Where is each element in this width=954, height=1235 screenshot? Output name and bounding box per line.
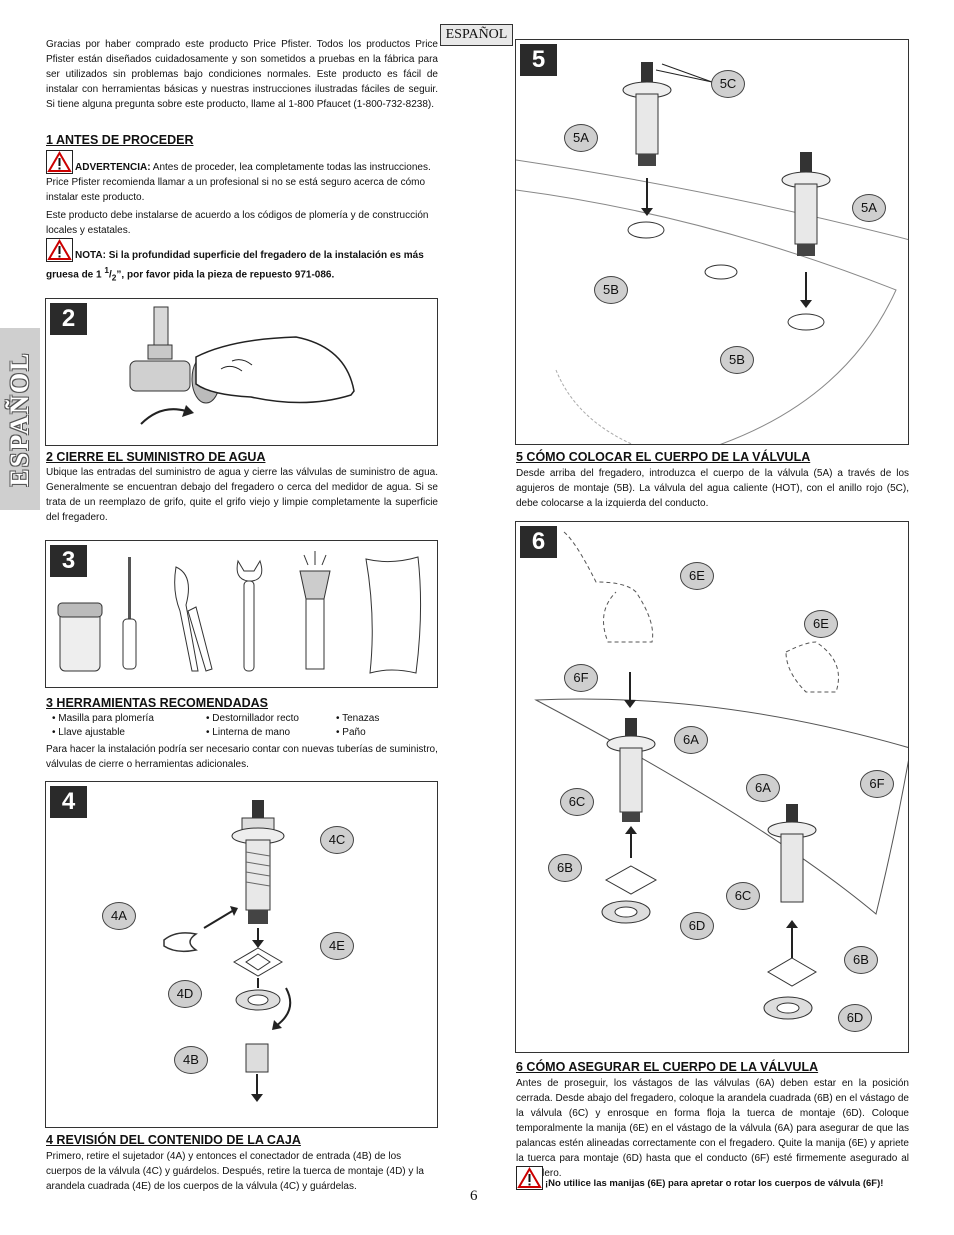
valve-securing-illustration <box>534 531 908 1020</box>
tools-column-1: • Masilla para plomería • Llave ajustabl… <box>52 712 154 740</box>
warning-icon <box>46 238 73 262</box>
section6-warning-text: ¡No utilice las manijas (6E) para apreta… <box>545 1178 884 1189</box>
tools-column-3: • Tenazas • Paño <box>336 712 379 740</box>
section3-text: Para hacer la instalación podría ser nec… <box>46 744 438 770</box>
step6-figure: 6 6E 6E 6F 6A 6A 6F 6C 6B 6C 6D 6B 6D <box>515 521 909 1053</box>
language-tag: ESPAÑOL <box>440 24 513 46</box>
adjustable-wrench-icon <box>236 559 263 672</box>
callout-6b: 6B <box>844 946 878 974</box>
putty-jar-icon <box>57 602 103 672</box>
callout-6b: 6B <box>548 854 582 882</box>
callout-6c: 6C <box>726 882 760 910</box>
tools-illustration <box>57 551 422 674</box>
callout-6e: 6E <box>804 610 838 638</box>
callout-6d: 6D <box>680 912 714 940</box>
section6-heading: 6 CÓMO ASEGURAR EL CUERPO DE LA VÁLVULA <box>516 1060 819 1074</box>
intro-paragraph: Gracias por haber comprado este producto… <box>46 39 438 110</box>
section2-heading: 2 CIERRE EL SUMINISTRO DE AGUA <box>46 450 266 464</box>
tool-item: • Llave ajustable <box>52 727 125 738</box>
tools-column-2: • Destornillador recto • Linterna de man… <box>206 712 299 740</box>
callout-4e: 4E <box>320 932 354 960</box>
box-contents-illustration <box>163 800 292 1102</box>
warning-label: ADVERTENCIA: <box>75 162 151 173</box>
callout-5a: 5A <box>564 124 598 152</box>
section1-note: NOTA: Si la profundidad superficie del f… <box>46 238 438 285</box>
callout-5b: 5B <box>594 276 628 304</box>
valve-placement-illustration <box>516 62 908 444</box>
step2-number: 2 <box>50 303 87 335</box>
note-text-a: NOTA: Si la profundidad superficie del f… <box>46 250 424 281</box>
warning-text: Antes de proceder, lea completamente tod… <box>46 162 431 203</box>
section6-warning: ¡No utilice las manijas (6E) para apreta… <box>516 1166 909 1191</box>
callout-4b: 4B <box>174 1046 208 1074</box>
step4-figure: 4 4C 4A 4E 4D 4B <box>45 781 438 1128</box>
callout-5c: 5C <box>711 70 745 98</box>
callout-4a: 4A <box>102 902 136 930</box>
callout-5b: 5B <box>720 346 754 374</box>
side-tab-label: ESPAÑOL <box>5 351 34 487</box>
section4-text: Primero, retire el sujetador (4A) y ento… <box>46 1151 424 1192</box>
cloth-rag-icon <box>365 556 422 674</box>
section2-text: Ubique las entradas del suministro de ag… <box>46 467 438 523</box>
step5-number: 5 <box>520 44 557 76</box>
callout-6a: 6A <box>746 774 780 802</box>
callout-4c: 4C <box>320 826 354 854</box>
step5-figure: 5 5C 5A 5A 5B 5B <box>515 39 909 445</box>
tool-item: • Tenazas <box>336 713 380 724</box>
note-fraction-denominator: 2 <box>111 272 117 283</box>
shutoff-valve-illustration <box>129 306 355 425</box>
callout-6f: 6F <box>564 664 598 692</box>
step2-figure: 2 <box>45 298 438 446</box>
warning-icon <box>516 1166 543 1190</box>
note-text-b: ”, por favor pida la pieza de repuesto 9… <box>116 269 335 281</box>
side-language-tab: ESPAÑOL <box>0 328 40 510</box>
section1-code-text: Este producto debe instalarse de acuerdo… <box>46 210 429 236</box>
warning-icon <box>46 150 73 174</box>
section5-text: Desde arriba del fregadero, introduzca e… <box>516 468 909 509</box>
note-fraction-numerator: 1 <box>104 265 109 275</box>
callout-6a: 6A <box>674 726 708 754</box>
screwdriver-icon <box>122 557 137 670</box>
flashlight-icon <box>299 551 331 670</box>
pliers-icon <box>174 566 213 672</box>
page-number: 6 <box>470 1188 478 1204</box>
callout-6d: 6D <box>838 1004 872 1032</box>
tool-item: • Linterna de mano <box>206 727 291 738</box>
section4-heading: 4 REVISIÓN DEL CONTENIDO DE LA CAJA <box>46 1133 301 1147</box>
tool-item: • Destornillador recto <box>206 713 299 724</box>
callout-6c: 6C <box>560 788 594 816</box>
section5-heading: 5 CÓMO COLOCAR EL CUERPO DE LA VÁLVULA <box>516 450 811 464</box>
section1-heading: 1 ANTES DE PROCEDER <box>46 133 194 147</box>
step6-number: 6 <box>520 526 557 558</box>
callout-6f: 6F <box>860 770 894 798</box>
step3-number: 3 <box>50 545 87 577</box>
tool-item: • Masilla para plomería <box>52 713 154 724</box>
callout-4d: 4D <box>168 980 202 1008</box>
step4-number: 4 <box>50 786 87 818</box>
callout-5a: 5A <box>852 194 886 222</box>
tool-item: • Paño <box>336 727 366 738</box>
section1-warning: ADVERTENCIA: Antes de proceder, lea comp… <box>46 150 438 205</box>
callout-6e: 6E <box>680 562 714 590</box>
section3-heading: 3 HERRAMIENTAS RECOMENDADAS <box>46 696 269 710</box>
step3-figure: 3 <box>45 540 438 688</box>
